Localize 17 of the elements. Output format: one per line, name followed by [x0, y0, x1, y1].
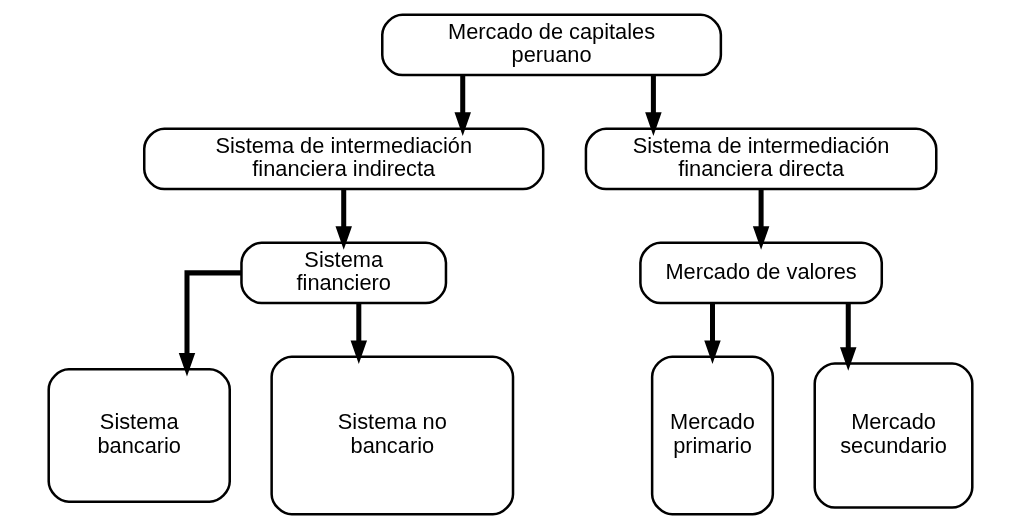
- node-box: Sistema bancario: [47, 368, 231, 503]
- node-box: Mercado primario: [650, 355, 775, 516]
- arrow: [350, 303, 368, 364]
- arrow: [645, 75, 662, 136]
- arrow: [704, 303, 721, 364]
- node-box: Sistema financiero: [240, 241, 448, 305]
- node-box: Mercado de valores: [639, 241, 884, 305]
- node-box: Mercado de capitales peruano: [381, 13, 723, 77]
- node-box: Sistema de intermediación financiera directa: [584, 127, 938, 191]
- arrow: [454, 75, 471, 136]
- arrow: [178, 270, 242, 377]
- node-box: Sistema no bancario: [270, 355, 515, 516]
- arrow: [335, 189, 352, 250]
- arrow: [752, 189, 770, 250]
- node-box: Sistema de intermediación financiera indirecta: [143, 127, 545, 191]
- arrow: [840, 303, 857, 371]
- node-box: Mercado secundario: [813, 362, 974, 509]
